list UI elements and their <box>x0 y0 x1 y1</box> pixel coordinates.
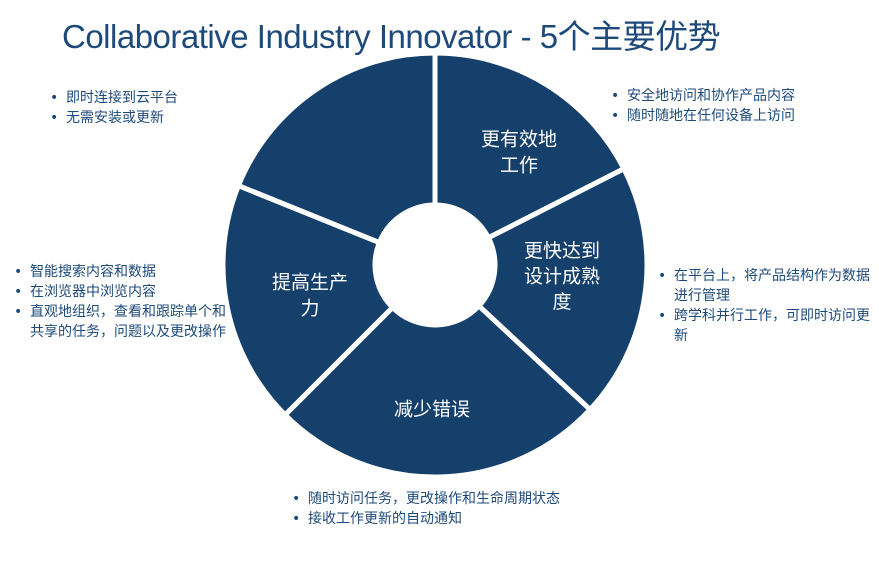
seg-reduce-errors-label: 减少错误 <box>394 399 470 421</box>
bullet-item: 智能搜索内容和数据 <box>8 262 238 282</box>
bullets-right: 在平台上，将产品结构作为数据进行管理 跨学科并行工作，可即时访问更新 <box>652 266 874 346</box>
seg-reduce-errors <box>220 183 396 418</box>
seg-design-maturity-label-line: 度 <box>552 291 571 313</box>
seg-work-efficiently-label: 更有效地工作 <box>481 129 557 177</box>
bullets-bottom: 随时访问任务，更改操作和生命周期状态 接收工作更新的自动通知 <box>286 489 586 529</box>
seg-design-maturity-label: 更快达到设计成熟度 <box>524 240 600 313</box>
bullet-item: 跨学科并行工作，可即时访问更新 <box>652 306 874 346</box>
bullet-item: 随时访问任务，更改操作和生命周期状态 <box>286 489 586 509</box>
seg-work-efficiently <box>476 166 650 413</box>
seg-design-maturity-label-line: 设计成熟 <box>524 266 600 288</box>
seg-productivity-label-line: 提高生产 <box>272 272 348 294</box>
seg-design-maturity <box>282 303 593 480</box>
seg-productivity-label: 提高生产力 <box>272 272 348 320</box>
bullets-top-right: 安全地访问和协作产品内容 随时随地在任何设备上访问 <box>605 86 865 126</box>
bullets-top-left: 即时连接到云平台 无需安装或更新 <box>44 88 284 128</box>
bullet-item: 直观地组织，查看和跟踪单个和共享的任务，问题以及更改操作 <box>8 302 238 342</box>
bullets-left: 智能搜索内容和数据 在浏览器中浏览内容 直观地组织，查看和跟踪单个和共享的任务，… <box>8 262 238 342</box>
seg-reduce-errors-label-line: 减少错误 <box>394 399 470 421</box>
seg-work-efficiently-label-line: 更有效地 <box>481 129 557 151</box>
seg-productivity <box>235 50 438 246</box>
seg-productivity-label-line: 力 <box>300 297 319 319</box>
bullet-item: 安全地访问和协作产品内容 <box>605 86 865 106</box>
bullet-item: 在平台上，将产品结构作为数据进行管理 <box>652 266 874 306</box>
seg-work-efficiently-label-line: 工作 <box>500 154 538 176</box>
page-title: Collaborative Industry Innovator - 5个主要优… <box>62 18 721 55</box>
bullet-item: 随时随地在任何设备上访问 <box>605 106 865 126</box>
seg-design-maturity-label-line: 更快达到 <box>524 240 600 262</box>
bullet-item: 接收工作更新的自动通知 <box>286 509 586 529</box>
bullet-item: 即时连接到云平台 <box>44 88 284 108</box>
bullet-item: 无需安装或更新 <box>44 108 284 128</box>
bullet-item: 在浏览器中浏览内容 <box>8 282 238 302</box>
